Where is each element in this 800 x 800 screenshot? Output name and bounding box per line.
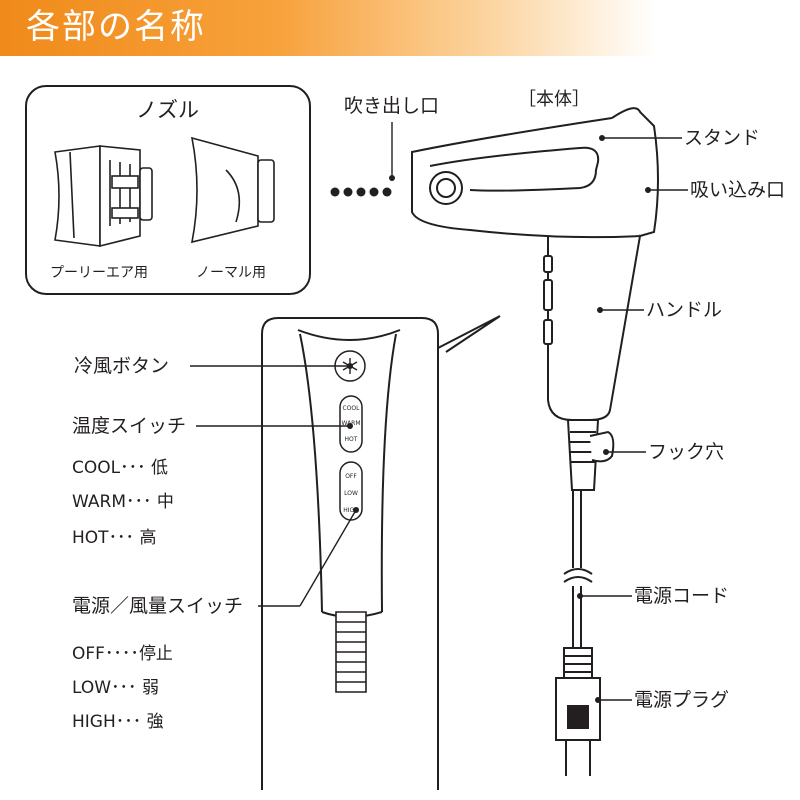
mode-key: HIGH: [72, 712, 116, 732]
mode-value: 強: [146, 712, 164, 732]
mode-value: 弱: [141, 678, 159, 698]
nozzle-box: [25, 85, 311, 295]
temp-mode-row: WARM･･･ 中: [72, 490, 174, 514]
mode-dots: ･･･: [108, 528, 135, 548]
dryer-body-drawing: [411, 107, 659, 491]
mode-value: 低: [151, 458, 169, 478]
cord-pipe-drawing: [335, 611, 367, 693]
temp-label-hot: HOT: [345, 436, 358, 443]
power-mode-row: LOW･･･ 弱: [72, 676, 159, 700]
mode-dots: ･･･: [115, 712, 142, 732]
leader-dots: [347, 135, 651, 703]
power-plug-drawing: [555, 647, 601, 776]
callout-power-cord: 電源コード: [634, 585, 730, 607]
mode-key: HOT: [72, 528, 109, 548]
mode-value: 高: [139, 528, 157, 548]
connector-dots: [330, 187, 392, 197]
callout-outlet: 吹き出し口: [344, 95, 440, 117]
mode-key: COOL: [72, 458, 121, 478]
mode-dots: ････: [104, 644, 139, 664]
nozzle-title: ノズル: [136, 98, 199, 122]
temp-label-cool: COOL: [343, 405, 361, 412]
page-title: 各部の名称: [26, 7, 206, 47]
mode-dots: ･･･: [126, 492, 152, 512]
callout-stand: スタンド: [684, 127, 761, 149]
leader-lines: [190, 122, 688, 701]
nozzle-label-normal: ノーマル用: [196, 265, 266, 281]
callout-hook-hole: フック穴: [648, 441, 725, 463]
mode-dots: ･･･: [120, 458, 146, 478]
power-label-off: OFF: [345, 473, 357, 480]
switch-micro-labels: COOL WARM HOT OFF LOW HIGH: [341, 405, 360, 514]
callout-temp-switch: 温度スイッチ: [72, 415, 187, 437]
mode-key: OFF: [72, 644, 105, 664]
mode-dots: ･･･: [111, 678, 137, 698]
callout-cool-button: 冷風ボタン: [74, 355, 170, 377]
nozzle-label-puri-air: プーリーエア用: [50, 265, 148, 281]
power-label-low: LOW: [344, 490, 358, 497]
power-mode-row: OFF････停止: [72, 642, 173, 666]
handle-zoom-panel: [261, 315, 501, 790]
mode-key: LOW: [72, 678, 112, 698]
power-label-high: HIGH: [343, 507, 358, 514]
temp-mode-row: HOT･･･ 高: [72, 526, 156, 550]
callout-power-plug: 電源プラグ: [634, 689, 730, 711]
temp-label-warm: WARM: [341, 420, 360, 427]
callout-inlet: 吸い込み口: [690, 179, 786, 201]
mode-value: 中: [156, 492, 174, 512]
power-mode-row: HIGH･･･ 強: [72, 710, 164, 734]
mode-value: 停止: [138, 644, 173, 664]
power-cord-drawing: [563, 490, 593, 648]
temp-mode-row: COOL･･･ 低: [72, 456, 168, 480]
header-band: 各部の名称: [0, 0, 800, 56]
body-tag: ［本体］: [518, 89, 590, 110]
callout-handle: ハンドル: [646, 299, 723, 321]
puri-air-nozzle-drawing: [54, 145, 153, 248]
normal-nozzle-drawing: [190, 136, 275, 244]
power-switch-drawing: [339, 461, 363, 521]
mode-key: WARM: [72, 492, 126, 512]
callout-power-air-switch: 電源／風量スイッチ: [72, 595, 244, 617]
